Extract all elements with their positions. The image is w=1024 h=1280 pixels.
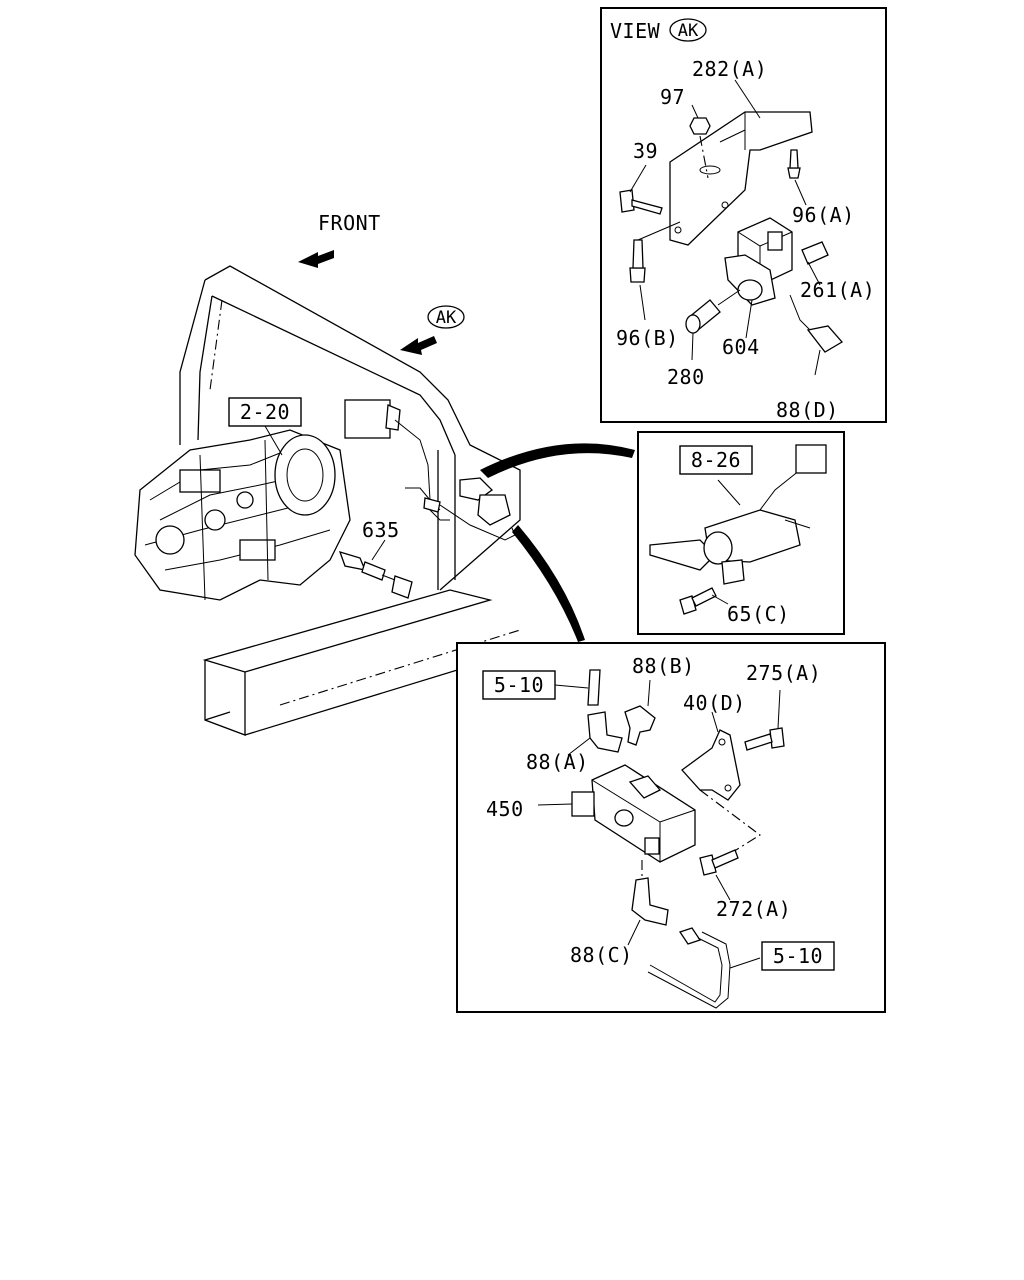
pointer-to-valve-detail [512,525,585,642]
pointer-to-8-26 [480,443,635,478]
label-88d: 88(D) [776,398,839,422]
view-ak-text: AK [678,21,699,41]
bolt-65c [679,587,717,615]
pressure-switch [649,444,827,585]
ref-box-5-10-lower [761,941,835,971]
transmission [134,429,351,601]
fitting-261a [801,241,829,265]
bolt-272a [699,849,739,901]
label-39: 39 [633,139,658,163]
nut-97 [689,117,711,179]
bolt-39 [619,189,663,215]
label-96b: 96(B) [616,326,679,350]
leader-2-20 [264,425,283,456]
ref-box-2-20 [228,397,302,427]
ak-arrow-icon [400,336,437,355]
label-88c: 88(C) [570,943,633,967]
ref-box-5-10-upper [482,670,556,700]
label-65c: 65(C) [727,602,790,626]
bolt-275a [744,689,785,751]
bolt-96b [629,221,681,283]
label-97: 97 [660,85,685,109]
ak-arrow-badge: AK [427,305,465,329]
leader-8-26 [717,479,741,506]
front-arrow-icon [298,250,334,268]
bracket-282a [669,111,813,246]
label-280: 280 [667,365,705,389]
leader-635 [371,539,386,561]
ref-2-20: 2-20 [240,400,290,424]
ref-5-10-lower: 5-10 [773,944,823,968]
valve-bracket-assembly [344,399,516,541]
view-ak-panel [600,7,887,423]
ref-box-8-26 [679,445,753,475]
bracket-40d [681,711,741,801]
leader-65c [711,594,729,605]
sensor-635 [338,551,413,599]
label-450: 450 [486,797,524,821]
fitting-88c [627,860,669,946]
fitting-88d [789,294,844,353]
label-635: 635 [362,518,400,542]
label-272a: 272(A) [716,897,791,921]
solenoid-valve [724,217,793,306]
view-label: VIEW [610,19,661,43]
fitting-88a [567,711,623,756]
label-282a: 282(A) [692,57,767,81]
view-ak-badge: AK [669,18,707,42]
pipe-5-10-upper [554,669,601,706]
fitting-88b [624,679,656,746]
valve-450 [537,764,761,863]
label-40d: 40(D) [683,691,746,715]
label-261a: 261(A) [800,278,875,302]
label-275a: 275(A) [746,661,821,685]
ak-arrow-text: AK [436,308,457,328]
ref-8-26: 8-26 [691,448,741,472]
front-label: FRONT [318,211,381,235]
label-604: 604 [722,335,760,359]
view-leaders [629,79,821,376]
label-96a: 96(A) [792,203,855,227]
label-88a: 88(A) [526,750,589,774]
bolt-96a [787,149,801,179]
sensor-280 [685,289,741,334]
frame-crossmember [179,265,521,591]
ref-5-10-upper: 5-10 [494,673,544,697]
label-88b: 88(B) [632,654,695,678]
pipe-5-10-lower [647,927,761,1009]
